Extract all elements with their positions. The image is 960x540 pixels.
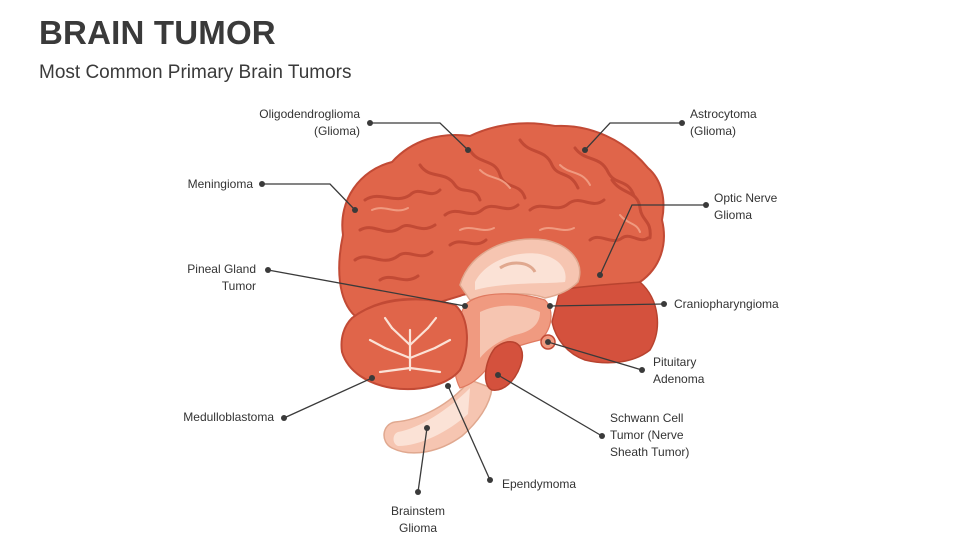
page-title: BRAIN TUMOR — [39, 14, 276, 51]
label-line: Meningioma — [187, 177, 253, 191]
label-line: Glioma — [398, 521, 437, 535]
label-line: Schwann Cell — [610, 411, 684, 425]
page-subtitle: Most Common Primary Brain Tumors — [39, 62, 352, 83]
label-optic-nerve-glioma: Optic Nerve Glioma — [714, 190, 777, 224]
label-line: Glioma — [714, 208, 753, 222]
label-line: Ependymoma — [502, 477, 577, 491]
cerebellum — [340, 298, 468, 391]
label-ependymoma: Ependymoma — [502, 476, 576, 493]
label-pineal-gland-tumor: Pineal Gland Tumor — [150, 261, 256, 295]
label-line: Brainstem — [390, 504, 446, 518]
label-schwann-cell-tumor: Schwann Cell Tumor (Nerve Sheath Tumor) — [610, 410, 689, 461]
label-line: Adenoma — [653, 372, 705, 386]
label-line: Pineal Gland — [187, 262, 256, 276]
cerebrum — [338, 122, 665, 318]
frontal-lobe-lower — [551, 281, 659, 364]
label-line: Astrocytoma — [690, 107, 757, 121]
label-line: Optic Nerve — [714, 191, 778, 205]
label-line: Sheath Tumor) — [610, 445, 690, 459]
inner-structures — [453, 238, 581, 391]
label-line: Medulloblastoma — [183, 410, 274, 424]
label-line: Craniopharyngioma — [674, 297, 779, 311]
label-line: Pituitary — [653, 355, 697, 369]
label-medulloblastoma: Medulloblastoma — [150, 409, 274, 426]
label-pituitary-adenoma: Pituitary Adenoma — [653, 354, 704, 388]
leader-dots — [259, 120, 709, 495]
label-line: Oligodendroglioma — [259, 107, 360, 121]
label-line: (Glioma) — [690, 124, 737, 138]
label-line: (Glioma) — [313, 124, 360, 138]
label-meningioma: Meningioma — [150, 176, 253, 193]
label-line: Tumor (Nerve — [610, 428, 684, 442]
brainstem — [383, 379, 493, 454]
label-craniopharyngioma: Craniopharyngioma — [674, 296, 779, 313]
label-astrocytoma: Astrocytoma (Glioma) — [690, 106, 757, 140]
leader-lines — [262, 122, 706, 493]
label-oligodendroglioma: Oligodendroglioma (Glioma) — [232, 106, 360, 140]
label-brainstem-glioma: Brainstem Glioma — [380, 503, 456, 537]
label-line: Tumor — [221, 279, 256, 293]
